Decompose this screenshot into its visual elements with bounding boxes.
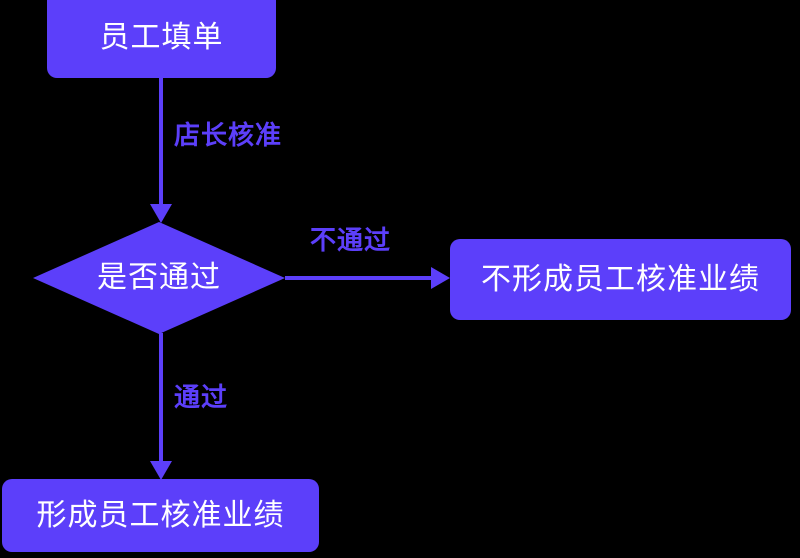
edge-line-vertical bbox=[159, 333, 163, 463]
edge-label-passed: 通过 bbox=[174, 382, 229, 412]
node-approved-performance[interactable]: 形成员工核准业绩 bbox=[2, 479, 319, 552]
node-decision-is-approved[interactable]: 是否通过 bbox=[33, 222, 285, 334]
edge-label-not-passed: 不通过 bbox=[310, 225, 392, 255]
edge-label-manager-approval: 店长核准 bbox=[174, 120, 283, 150]
node-no-approved-performance[interactable]: 不形成员工核准业绩 bbox=[450, 239, 791, 320]
edge-line-horizontal bbox=[285, 276, 433, 280]
edge-line-vertical bbox=[159, 78, 163, 206]
arrow-down-icon bbox=[150, 461, 172, 480]
node-label: 不形成员工核准业绩 bbox=[481, 262, 760, 296]
arrow-down-icon bbox=[150, 204, 172, 223]
node-employee-fill-form[interactable]: 员工填单 bbox=[47, 0, 276, 78]
arrow-right-icon bbox=[431, 267, 450, 289]
node-label: 形成员工核准业绩 bbox=[36, 498, 285, 532]
node-label: 是否通过 bbox=[97, 261, 221, 294]
node-label: 员工填单 bbox=[99, 21, 224, 54]
